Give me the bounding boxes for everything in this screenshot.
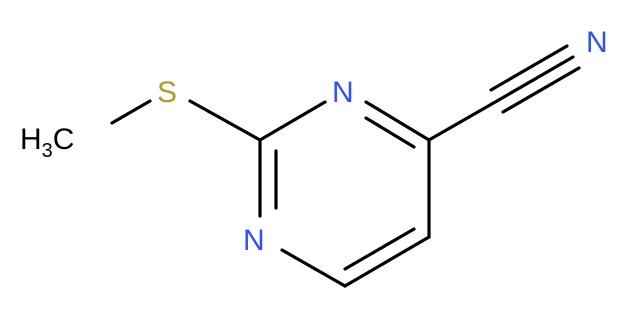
bond-c5-c6: [343, 235, 431, 288]
bond-cn-triple-3: [501, 66, 581, 114]
bond-ch3-s: [110, 99, 152, 125]
sulfur-atom: S: [157, 76, 177, 109]
nitrile-nitrogen: N: [586, 26, 608, 59]
methyl-label: H3C: [20, 123, 74, 162]
bond-cn-triple-2: [489, 44, 569, 92]
bond-cn-triple-1: [495, 55, 575, 103]
ring-nitrogen-bottom: N: [243, 224, 265, 257]
ring-nitrogen-top: N: [332, 76, 354, 109]
methyl-c: C: [53, 123, 75, 156]
bond-n1-c4-inner: [364, 116, 416, 149]
bond-c5-c6-inner: [343, 227, 416, 271]
bond-c4-cn: [427, 99, 499, 142]
methyl-subscript: 3: [42, 140, 53, 162]
bond-c2-n1: [258, 100, 327, 142]
bond-s-c2: [188, 99, 262, 142]
bond-n1-c4: [364, 100, 431, 142]
methyl-h: H: [20, 123, 42, 156]
bond-c6-n3: [280, 248, 347, 288]
